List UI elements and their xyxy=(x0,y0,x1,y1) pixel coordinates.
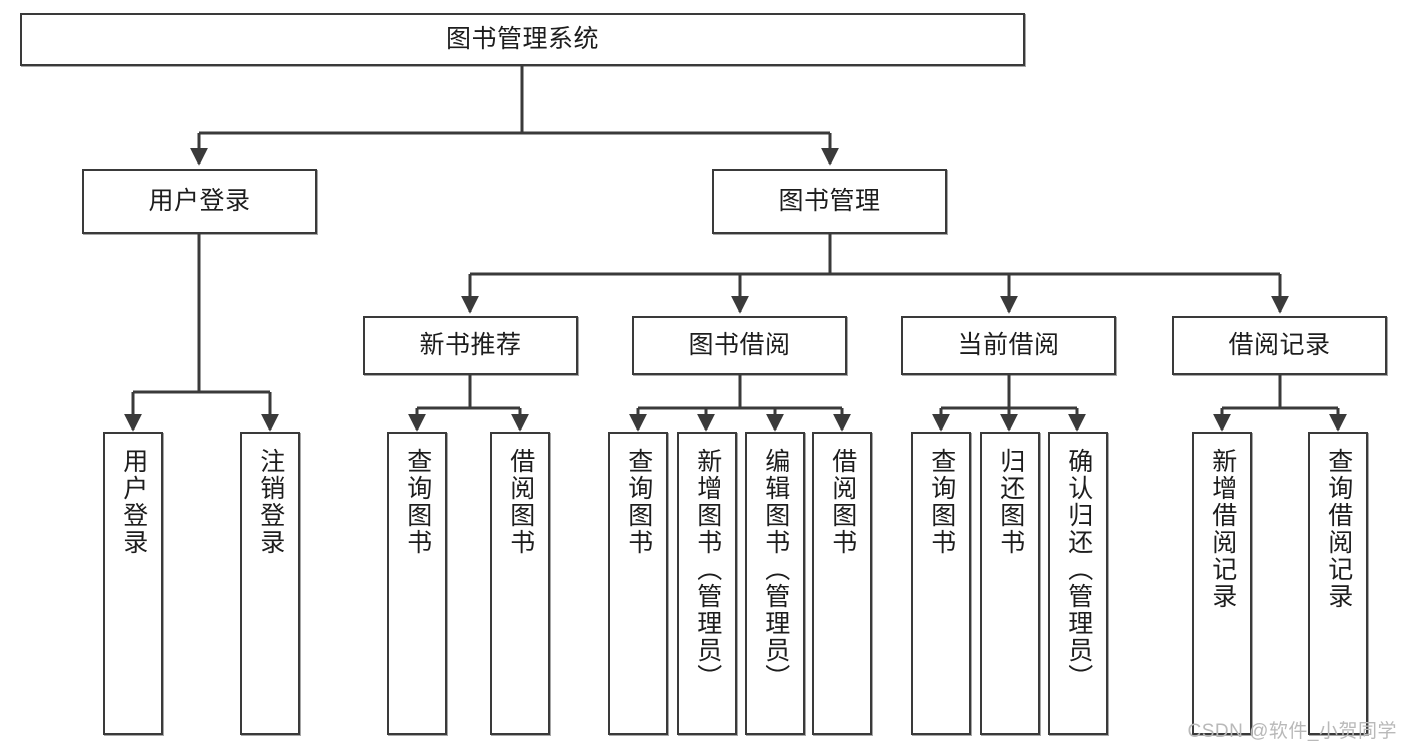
node-label: 编辑图书（管理员） xyxy=(761,448,790,691)
node-label: 查询借阅记录 xyxy=(1324,448,1353,610)
node-leaf-confirm-return-admin[interactable]: 确认归还（管理员） xyxy=(1048,432,1108,735)
node-label: 用户登录 xyxy=(119,448,148,556)
node-label: 确认归还（管理员） xyxy=(1064,448,1093,691)
node-label: 图书借阅 xyxy=(688,330,791,359)
node-label: 借阅图书 xyxy=(828,448,857,556)
node-leaf-edit-book-admin[interactable]: 编辑图书（管理员） xyxy=(745,432,805,735)
node-label: 借阅记录 xyxy=(1228,330,1331,359)
node-label: 查询图书 xyxy=(624,448,653,556)
node-leaf-logout[interactable]: 注销登录 xyxy=(240,432,300,735)
node-root-system[interactable]: 图书管理系统 xyxy=(20,13,1025,66)
node-leaf-query-book-borrow[interactable]: 查询图书 xyxy=(608,432,668,735)
node-new-book-recommend[interactable]: 新书推荐 xyxy=(363,316,578,375)
csdn-watermark: CSDN @软件_小贺同学 xyxy=(1187,721,1397,742)
node-book-borrow[interactable]: 图书借阅 xyxy=(632,316,847,375)
node-leaf-query-book-current[interactable]: 查询图书 xyxy=(911,432,971,735)
node-leaf-return-book[interactable]: 归还图书 xyxy=(980,432,1040,735)
node-label: 归还图书 xyxy=(996,448,1025,556)
node-leaf-add-borrow-record[interactable]: 新增借阅记录 xyxy=(1192,432,1252,735)
node-label: 用户登录 xyxy=(148,186,251,215)
node-leaf-borrow-book-rec[interactable]: 借阅图书 xyxy=(490,432,550,735)
node-label: 查询图书 xyxy=(927,448,956,556)
node-label: 当前借阅 xyxy=(957,330,1060,359)
node-leaf-query-borrow-record[interactable]: 查询借阅记录 xyxy=(1308,432,1368,735)
node-leaf-add-book-admin[interactable]: 新增图书（管理员） xyxy=(677,432,737,735)
node-label: 新增图书（管理员） xyxy=(693,448,722,691)
node-label: 注销登录 xyxy=(256,448,285,556)
node-label: 新增借阅记录 xyxy=(1208,448,1237,610)
node-label: 查询图书 xyxy=(403,448,432,556)
node-label: 新书推荐 xyxy=(419,330,522,359)
node-label: 图书管理系统 xyxy=(445,24,599,53)
node-label: 借阅图书 xyxy=(506,448,535,556)
node-leaf-user-login[interactable]: 用户登录 xyxy=(103,432,163,735)
node-leaf-borrow-book[interactable]: 借阅图书 xyxy=(812,432,872,735)
node-borrow-record[interactable]: 借阅记录 xyxy=(1172,316,1387,375)
node-label: 图书管理 xyxy=(778,186,881,215)
node-current-borrow[interactable]: 当前借阅 xyxy=(901,316,1116,375)
node-book-manage[interactable]: 图书管理 xyxy=(712,169,947,234)
node-leaf-query-book-rec[interactable]: 查询图书 xyxy=(387,432,447,735)
node-user-login[interactable]: 用户登录 xyxy=(82,169,317,234)
